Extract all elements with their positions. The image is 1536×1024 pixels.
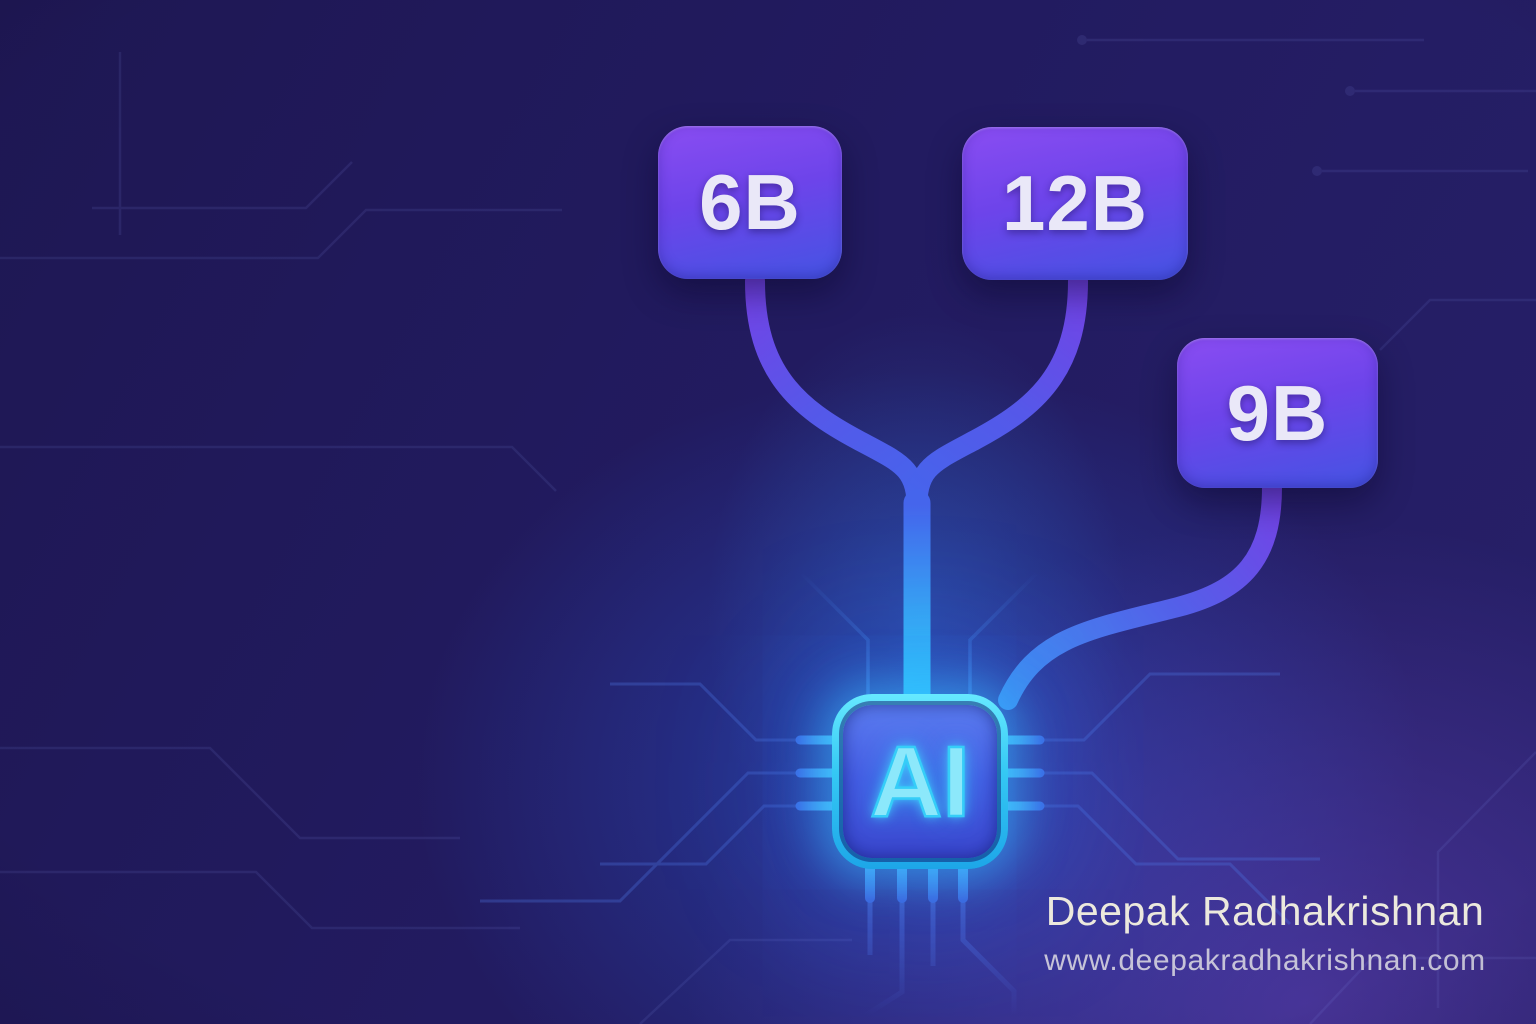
node-12b-label: 12B	[1001, 159, 1149, 247]
node-6b-label: 6B	[699, 158, 801, 246]
cable-12b-to-ai	[907, 271, 1088, 522]
chip-pins-right	[1001, 735, 1045, 811]
ai-chip-label: AI	[869, 725, 972, 838]
website-url: www.deepakradhakrishnan.com	[1044, 944, 1486, 977]
chip-pins-bottom	[865, 861, 968, 903]
chip-fanout-traces	[480, 672, 1320, 926]
model-node-12b: 12B	[962, 127, 1188, 280]
ai-chip: AI	[832, 694, 1008, 869]
cable-9b-to-ai	[998, 477, 1282, 710]
chip-pins	[795, 735, 1045, 903]
author-name: Deepak Radhakrishnan	[1045, 888, 1485, 934]
model-node-6b: 6B	[658, 126, 842, 279]
ai-chip-body: AI	[843, 705, 997, 858]
background-traces	[0, 35, 1536, 1024]
cables	[745, 271, 1282, 716]
model-node-9b: 9B	[1177, 338, 1378, 488]
footer-credit: Deepak Radhakrishnan www.deepakradhakris…	[1010, 888, 1520, 978]
cable-6b-to-ai	[745, 271, 927, 522]
chip-pins-left	[795, 735, 839, 811]
chip-pin-tails	[850, 897, 1017, 1024]
node-9b-label: 9B	[1226, 368, 1329, 457]
